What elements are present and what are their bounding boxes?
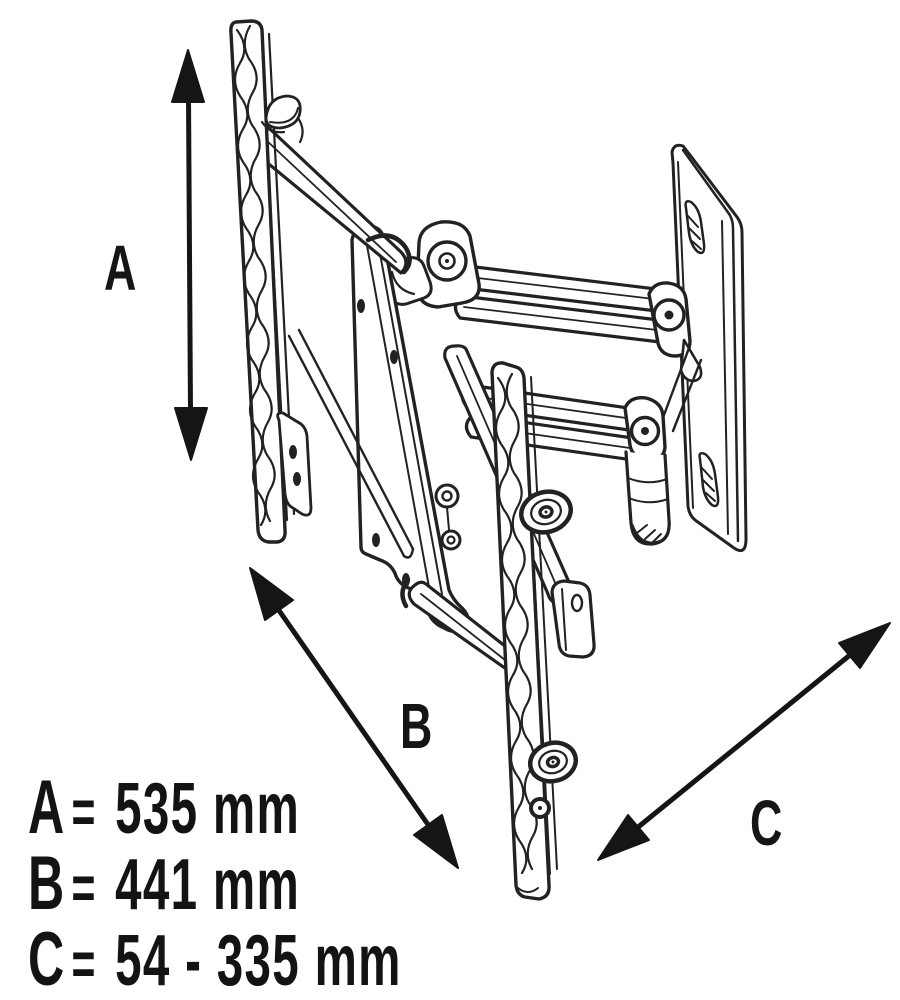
center-plate	[350, 224, 470, 634]
legend-row-a: A = 535 mm	[28, 765, 402, 850]
legend-letter-a: A	[28, 765, 65, 850]
top-joint	[382, 220, 481, 309]
dim-label-a: A	[104, 232, 137, 304]
legend-equals-c: =	[71, 930, 96, 999]
upper-arm-links	[450, 263, 667, 344]
dim-label-b: B	[400, 690, 433, 762]
legend-value-a: 535 mm	[115, 769, 301, 849]
wall-plate-lower-pivot	[623, 396, 671, 546]
cross-tubes	[246, 124, 516, 673]
legend-letter-c: C	[28, 917, 65, 1000]
wall-plate	[670, 143, 748, 552]
legend-value-b: 441 mm	[115, 845, 301, 925]
legend-row-b: B = 441 mm	[28, 841, 402, 926]
left-tv-rail	[229, 19, 313, 544]
legend-value-c: 54 - 335 mm	[115, 921, 402, 1000]
legend-equals-b: =	[71, 854, 96, 923]
dimension-legend: A = 535 mm B = 441 mm C = 54 - 335 mm	[28, 765, 594, 1000]
right-tv-rail	[490, 361, 579, 901]
dim-label-c: C	[750, 787, 783, 859]
arm-end-cap	[550, 579, 596, 659]
wall-plate-upper-pivot	[647, 281, 703, 433]
dimension-arrow-c-icon	[597, 622, 891, 861]
dimension-arrow-b-icon	[249, 567, 459, 869]
dimension-arrow-a-icon	[171, 49, 208, 461]
legend-letter-b: B	[28, 841, 65, 926]
legend-equals-a: =	[71, 778, 96, 847]
legend-row-c: C = 54 - 335 mm	[28, 917, 402, 1000]
